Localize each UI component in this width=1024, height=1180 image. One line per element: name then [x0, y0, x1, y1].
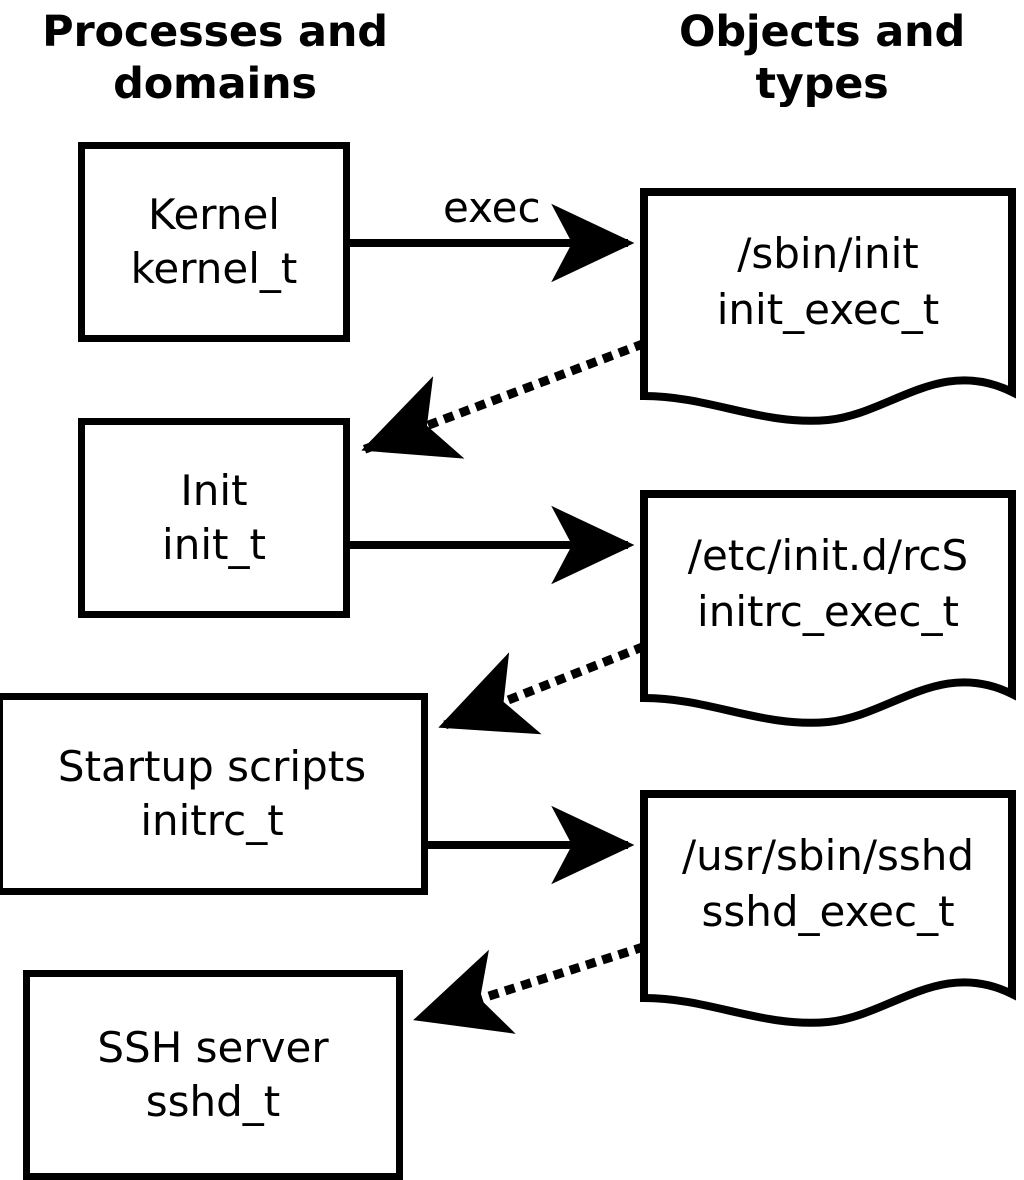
document-outline-icon — [640, 790, 1016, 1027]
process-type: kernel_t — [130, 244, 298, 293]
edge-line — [361, 339, 646, 459]
object-type: init_exec_t — [716, 285, 940, 334]
process-type: init_t — [162, 520, 266, 569]
process-name: Startup scripts — [57, 742, 367, 791]
edge-sshd_exec-to-sshd — [413, 942, 646, 1034]
edge-initrc_exec-to-initrc — [438, 642, 646, 735]
edge-line — [438, 642, 646, 735]
object-doc-init-exec[interactable]: /sbin/init init_exec_t — [640, 188, 1016, 425]
process-box-startup-scripts[interactable]: Startup scripts initrc_t — [0, 693, 428, 895]
object-type: initrc_exec_t — [697, 587, 959, 636]
process-box-kernel[interactable]: Kernel kernel_t — [78, 142, 350, 342]
process-name: Kernel — [148, 190, 280, 239]
edge-label-exec: exec — [443, 183, 541, 232]
process-name: Init — [180, 466, 248, 515]
process-box-ssh-server[interactable]: SSH server sshd_t — [23, 970, 403, 1180]
edge-line — [413, 942, 646, 1034]
object-path: /sbin/init — [737, 229, 919, 278]
object-type: sshd_exec_t — [701, 887, 955, 936]
process-type: initrc_t — [140, 796, 284, 845]
process-box-init[interactable]: Init init_t — [78, 418, 350, 618]
process-name: SSH server — [97, 1023, 329, 1072]
column-header-objects: Objects and types — [678, 7, 966, 109]
object-path: /etc/init.d/rcS — [687, 531, 969, 580]
object-path: /usr/sbin/sshd — [681, 831, 975, 880]
column-header-processes: Processes and domains — [42, 7, 388, 109]
object-doc-initrc-exec[interactable]: /etc/init.d/rcS initrc_exec_t — [640, 490, 1016, 727]
process-type: sshd_t — [145, 1077, 281, 1126]
document-outline-icon — [640, 188, 1016, 425]
object-doc-sshd-exec[interactable]: /usr/sbin/sshd sshd_exec_t — [640, 790, 1016, 1027]
edge-init_exec-to-init — [361, 339, 646, 459]
document-outline-icon — [640, 490, 1016, 727]
